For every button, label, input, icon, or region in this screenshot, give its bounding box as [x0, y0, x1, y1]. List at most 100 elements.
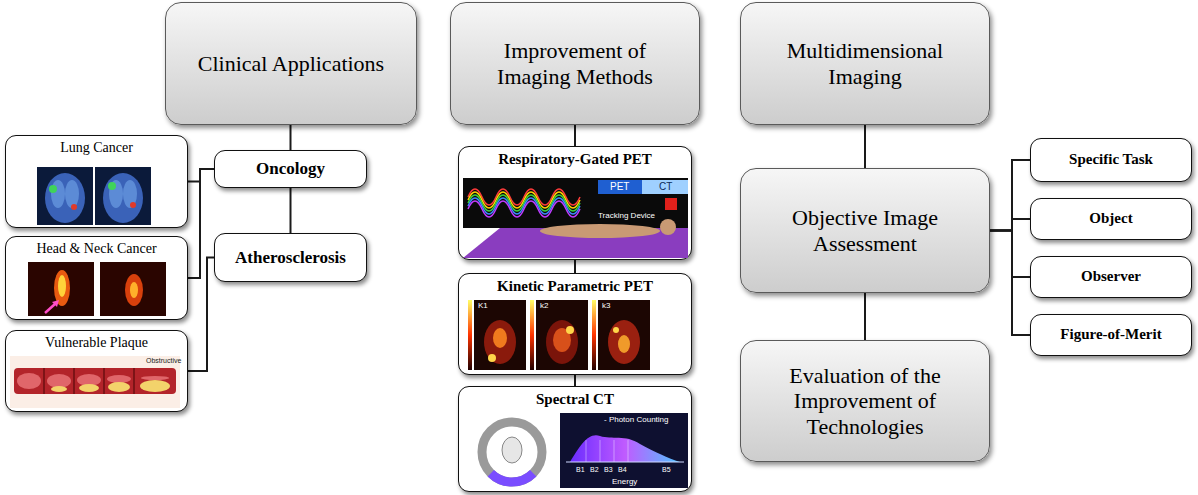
connector-line [574, 260, 576, 273]
illustration-label: B4 [618, 466, 627, 473]
respiratory-gating-scene [463, 178, 688, 228]
plaque-artery-illustration [108, 382, 130, 392]
respiratory-gating-scene [468, 198, 580, 214]
respiratory-gating-scene [468, 189, 580, 205]
illustration-label: Tracking Device [598, 212, 655, 220]
criterion-box: Observer [1030, 256, 1192, 298]
parametric-map-panels [488, 354, 496, 362]
lung-pet-ct-image [95, 167, 151, 225]
lung-pet-ct-image [37, 167, 151, 225]
respiratory-gating-scene [598, 180, 642, 194]
node-text: Respiratory-Gated PET [465, 151, 685, 168]
node-text: Lung Cancer [12, 140, 181, 156]
illustration-label: k2 [540, 302, 548, 310]
illustration-label: K1 [478, 302, 488, 310]
lung-pet-ct-image [130, 202, 136, 208]
node-text: Spectral CT [465, 391, 685, 408]
head-neck-pet-image [130, 282, 138, 298]
node-text: Specific Task [1037, 151, 1185, 168]
plaque-artery-illustration [107, 375, 131, 383]
parametric-map-panels [613, 327, 619, 333]
connector-line [188, 169, 214, 278]
parametric-map-panels [468, 300, 472, 370]
respiratory-gating-scene [468, 201, 580, 217]
connector-line [574, 125, 576, 146]
spectral-ct-illustration [482, 422, 542, 482]
head-neck-pet-image [52, 300, 59, 307]
node-text: Atherosclerosis [221, 248, 360, 268]
category-box: Evaluation of the Improvement of Technol… [740, 340, 990, 462]
image-box: Head & Neck Cancer [5, 236, 188, 320]
illustration-label: Obstructive [146, 357, 181, 364]
lung-pet-ct-image [65, 180, 79, 208]
respiratory-gating-scene [660, 219, 676, 235]
connector-line [290, 125, 292, 150]
plaque-artery-illustration [141, 376, 169, 380]
spectral-ct-illustration [566, 462, 684, 463]
lung-pet-ct-image [49, 185, 57, 193]
node-text: Object [1037, 210, 1185, 227]
node-text: Evaluation of the Improvement of Technol… [761, 363, 969, 439]
parametric-map-panels [608, 320, 640, 364]
respiratory-gating-scene [468, 195, 580, 211]
parametric-map-panels [536, 300, 588, 370]
illustration-label: B3 [604, 466, 613, 473]
respiratory-gating-scene [642, 180, 688, 194]
plaque-artery-illustration [73, 368, 75, 394]
parametric-map-panels [530, 300, 534, 370]
lung-pet-ct-image [71, 204, 77, 210]
lung-pet-ct-image [109, 180, 123, 208]
category-box: Clinical Applications [165, 2, 417, 125]
head-neck-pet-image [54, 270, 70, 306]
category-box: Multidimensional Imaging [740, 2, 990, 125]
connector-line [864, 125, 866, 168]
group-box: Atherosclerosis [214, 233, 367, 282]
connector-line [990, 231, 1030, 278]
spectral-ct-illustration [586, 440, 587, 462]
illustration-label: B2 [590, 466, 599, 473]
node-text: Objective Image Assessment [761, 205, 969, 256]
spectral-ct-illustration [570, 435, 680, 462]
spectral-ct-illustration [628, 440, 629, 462]
plaque-artery-illustration [133, 368, 135, 394]
parametric-map-panels [484, 320, 516, 364]
spectral-ct-illustration [600, 440, 601, 462]
criterion-box: Object [1030, 198, 1192, 240]
respiratory-gating-scene [463, 228, 688, 258]
plaque-artery-illustration [140, 380, 170, 392]
connector-line [990, 219, 1030, 231]
image-box: Lung Cancer [5, 135, 188, 228]
parametric-map-panels [592, 300, 596, 370]
plaque-artery-illustration [47, 374, 71, 388]
spectral-ct-illustration [614, 440, 615, 462]
plaque-artery-illustration [79, 384, 99, 392]
lung-pet-ct-image [103, 173, 143, 223]
respiratory-gating-scene [468, 192, 580, 208]
connector-line [290, 188, 292, 233]
lung-pet-ct-image [37, 167, 93, 225]
node-text: Figure-of-Merit [1037, 326, 1185, 343]
lung-pet-ct-image [51, 180, 65, 208]
category-box: Improvement of Imaging Methods [450, 2, 700, 125]
parametric-map-panels [493, 328, 507, 348]
connector-line [990, 160, 1030, 231]
parametric-map-panels [566, 326, 574, 334]
criterion-box: Specific Task [1030, 138, 1192, 182]
spectral-ct-illustration [482, 413, 688, 488]
group-box: Oncology [214, 150, 367, 188]
method-box: Respiratory-Gated PET [458, 146, 692, 260]
spectral-ct-illustration [560, 413, 688, 488]
respiratory-gating-scene [665, 198, 677, 210]
respiratory-gating-scene [540, 224, 660, 238]
illustration-label: B5 [662, 466, 671, 473]
head-neck-pet-image [28, 262, 166, 316]
criterion-box: Figure-of-Merit [1030, 314, 1192, 356]
head-neck-pet-image [28, 262, 94, 316]
illustration-label: CT [659, 182, 672, 192]
node-text: Improvement of Imaging Methods [479, 38, 671, 89]
node-text: Vulnerable Plaque [12, 335, 181, 351]
parametric-map-panels [618, 335, 630, 353]
plaque-artery-illustration [14, 368, 176, 394]
lung-pet-ct-image [123, 180, 137, 208]
